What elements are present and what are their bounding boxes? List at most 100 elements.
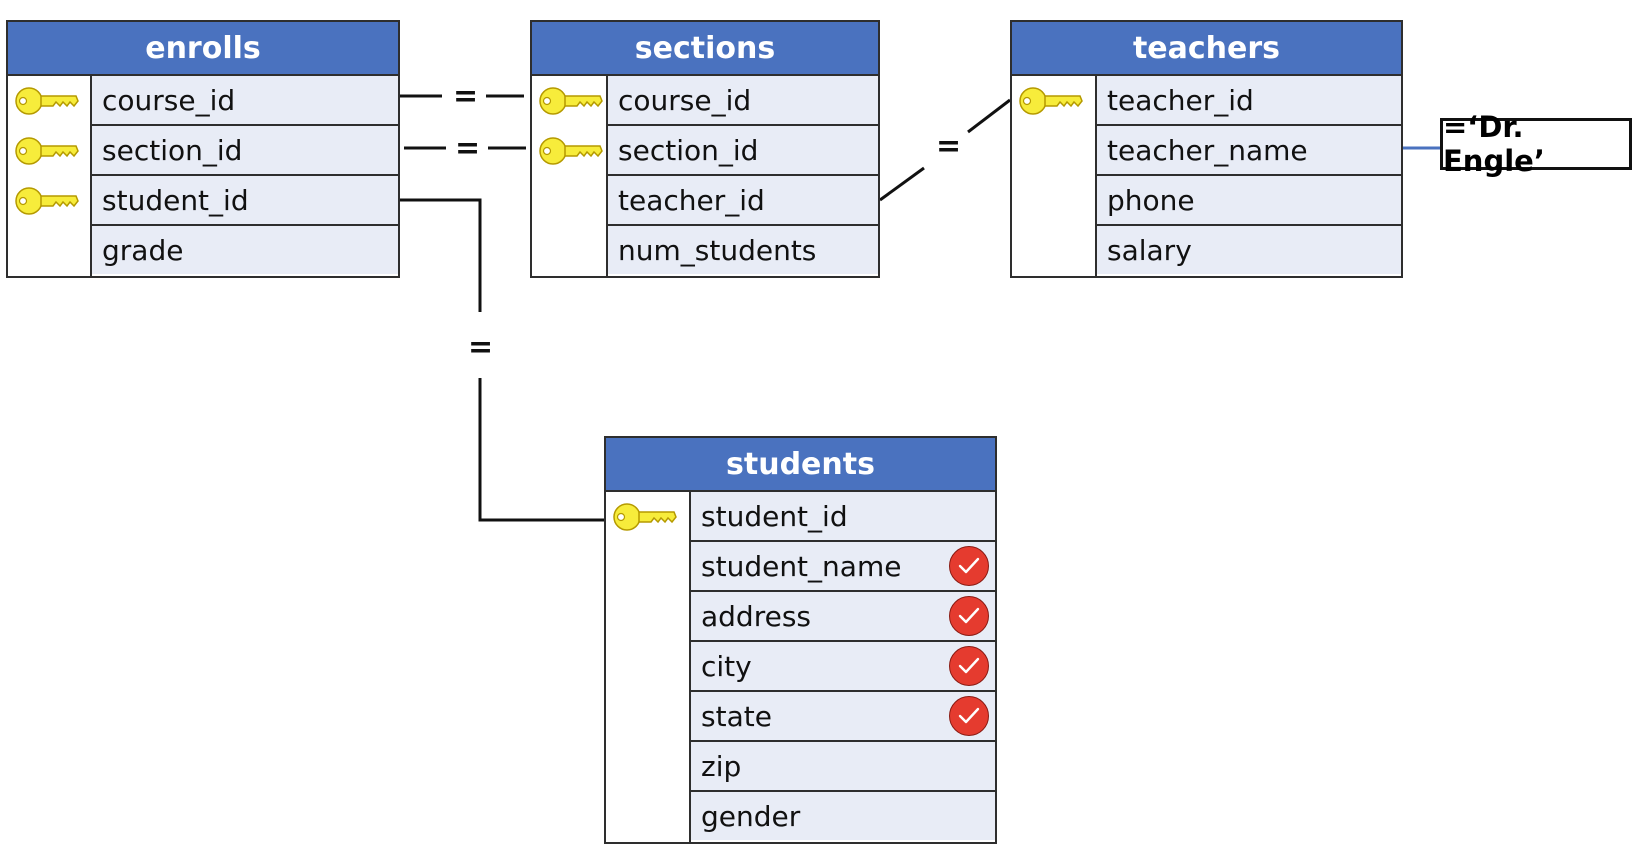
key-slot xyxy=(532,176,606,226)
field-row-teacher-name: teacher_name xyxy=(1097,126,1401,176)
field-row-grade: grade xyxy=(92,226,398,274)
join-equals-section: = xyxy=(455,131,481,166)
field-row-salary: salary xyxy=(1097,226,1401,274)
key-slot xyxy=(606,492,689,542)
key-icon xyxy=(1019,87,1083,115)
field-name: gender xyxy=(701,799,801,833)
key-icon xyxy=(539,87,603,115)
key-slot xyxy=(8,176,90,226)
field-name: section_id xyxy=(618,133,759,167)
key-column xyxy=(1012,76,1097,276)
field-row-gender: gender xyxy=(691,792,995,840)
field-row-course-id: course_id xyxy=(608,76,878,126)
field-name: student_id xyxy=(102,183,249,217)
key-icon xyxy=(15,187,79,215)
field-name: address xyxy=(701,599,812,633)
table-title: students xyxy=(606,438,995,492)
table-title: sections xyxy=(532,22,878,76)
filter-condition: =‘Dr. Engle’ xyxy=(1440,110,1632,178)
field-row-phone: phone xyxy=(1097,176,1401,226)
key-icon xyxy=(14,134,80,168)
field-name: phone xyxy=(1107,183,1195,217)
field-row-teacher-id: teacher_id xyxy=(608,176,878,226)
key-slot xyxy=(1012,176,1095,226)
key-icon xyxy=(1018,84,1084,118)
selected-check-icon xyxy=(949,646,989,686)
field-row-section-id: section_id xyxy=(92,126,398,176)
field-name: num_students xyxy=(618,233,817,267)
field-row-address: address xyxy=(691,592,995,642)
field-name: teacher_name xyxy=(1107,133,1308,167)
table-title: enrolls xyxy=(8,22,398,76)
field-row-zip: zip xyxy=(691,742,995,792)
field-name: state xyxy=(701,699,772,733)
field-row-num-students: num_students xyxy=(608,226,878,274)
key-icon xyxy=(612,500,678,534)
field-row-course-id: course_id xyxy=(92,76,398,126)
key-icon xyxy=(14,84,80,118)
key-slot xyxy=(606,742,689,792)
key-slot xyxy=(532,126,606,176)
field-row-student-id: student_id xyxy=(691,492,995,542)
key-slot xyxy=(606,542,689,592)
field-name: section_id xyxy=(102,133,243,167)
key-icon xyxy=(538,134,604,168)
key-slot xyxy=(8,126,90,176)
join-equals-teacher: = xyxy=(936,129,962,164)
field-name: zip xyxy=(701,749,742,783)
key-slot xyxy=(606,592,689,642)
field-name: teacher_id xyxy=(1107,83,1254,117)
key-column xyxy=(8,76,92,276)
key-slot xyxy=(606,692,689,742)
key-icon xyxy=(613,503,677,531)
field-row-student-name: student_name xyxy=(691,542,995,592)
field-name: grade xyxy=(102,233,184,267)
key-slot xyxy=(1012,226,1095,276)
key-column xyxy=(606,492,691,842)
key-slot xyxy=(606,642,689,692)
join-equals-student: = xyxy=(468,330,494,365)
key-slot xyxy=(532,76,606,126)
field-name: student_name xyxy=(701,549,902,583)
field-row-student-id: student_id xyxy=(92,176,398,226)
join-line-student-upper xyxy=(400,198,482,312)
table-title: teachers xyxy=(1012,22,1401,76)
field-name: course_id xyxy=(618,83,752,117)
join-line-student-lower xyxy=(478,378,604,522)
join-equals-course: = xyxy=(453,79,479,114)
selected-check-icon xyxy=(949,546,989,586)
key-icon xyxy=(539,137,603,165)
join-line-teacher-lower xyxy=(879,166,925,202)
join-line-teacher-upper xyxy=(967,98,1011,134)
key-slot xyxy=(8,76,90,126)
field-name: teacher_id xyxy=(618,183,765,217)
field-row-teacher-id: teacher_id xyxy=(1097,76,1401,126)
checkmark-icon xyxy=(958,557,980,574)
key-icon xyxy=(14,184,80,218)
field-name: city xyxy=(701,649,752,683)
field-row-city: city xyxy=(691,642,995,692)
checkmark-icon xyxy=(958,607,980,624)
key-slot xyxy=(1012,76,1095,126)
key-slot xyxy=(532,226,606,276)
field-name: student_id xyxy=(701,499,848,533)
checkmark-icon xyxy=(958,707,980,724)
field-row-state: state xyxy=(691,692,995,742)
field-row-section-id: section_id xyxy=(608,126,878,176)
key-slot xyxy=(8,226,90,276)
key-icon xyxy=(15,87,79,115)
field-name: course_id xyxy=(102,83,236,117)
key-icon xyxy=(15,137,79,165)
field-name: salary xyxy=(1107,233,1192,267)
selected-check-icon xyxy=(949,696,989,736)
key-slot xyxy=(1012,126,1095,176)
key-icon xyxy=(538,84,604,118)
field-list: course_id section_id teacher_id num_student… xyxy=(608,76,878,276)
